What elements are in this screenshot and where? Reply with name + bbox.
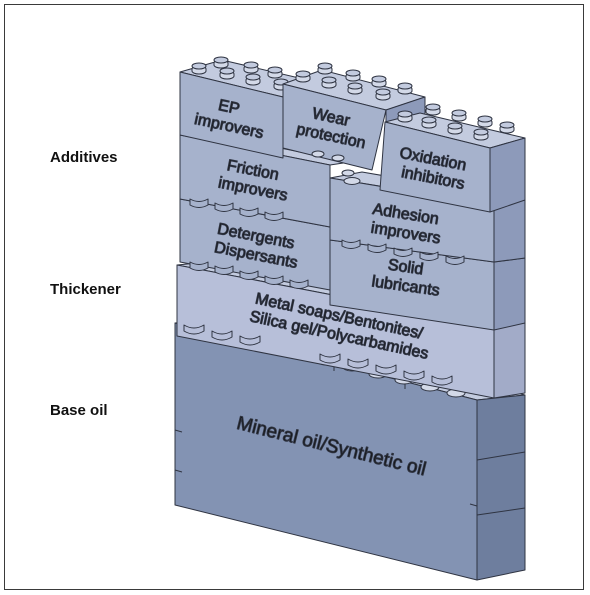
solid-text-line1: Solid — [387, 257, 425, 279]
additives-label: Additives — [50, 149, 118, 166]
friction-top-studs — [311, 150, 345, 162]
ep-text-line1: EP — [217, 97, 241, 118]
thickener-label: Thickener — [50, 281, 121, 298]
oxidation-inhibitors-block: Oxidation inhibitors — [379, 103, 526, 213]
base-oil-label: Base oil — [50, 402, 108, 419]
wear-protection-block: Wear protection — [282, 62, 426, 171]
